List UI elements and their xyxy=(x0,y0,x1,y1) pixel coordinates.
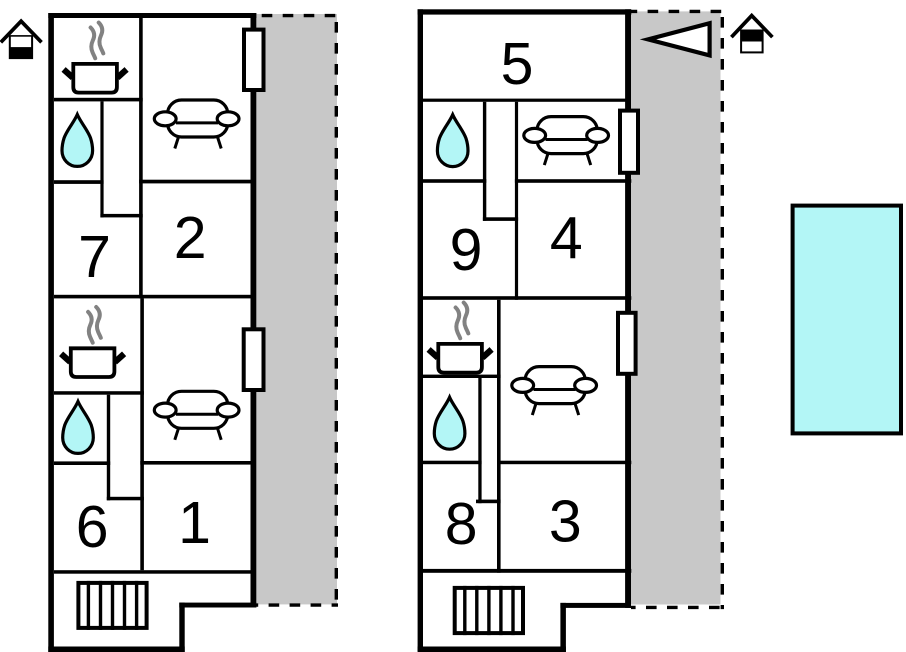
svg-text:8: 8 xyxy=(445,491,478,557)
svg-text:7: 7 xyxy=(78,224,111,290)
svg-text:3: 3 xyxy=(549,489,582,555)
svg-text:5: 5 xyxy=(501,31,534,97)
svg-text:4: 4 xyxy=(550,206,583,272)
svg-text:9: 9 xyxy=(450,217,483,283)
svg-text:2: 2 xyxy=(174,205,207,271)
svg-text:1: 1 xyxy=(178,490,211,556)
svg-text:6: 6 xyxy=(76,494,109,560)
